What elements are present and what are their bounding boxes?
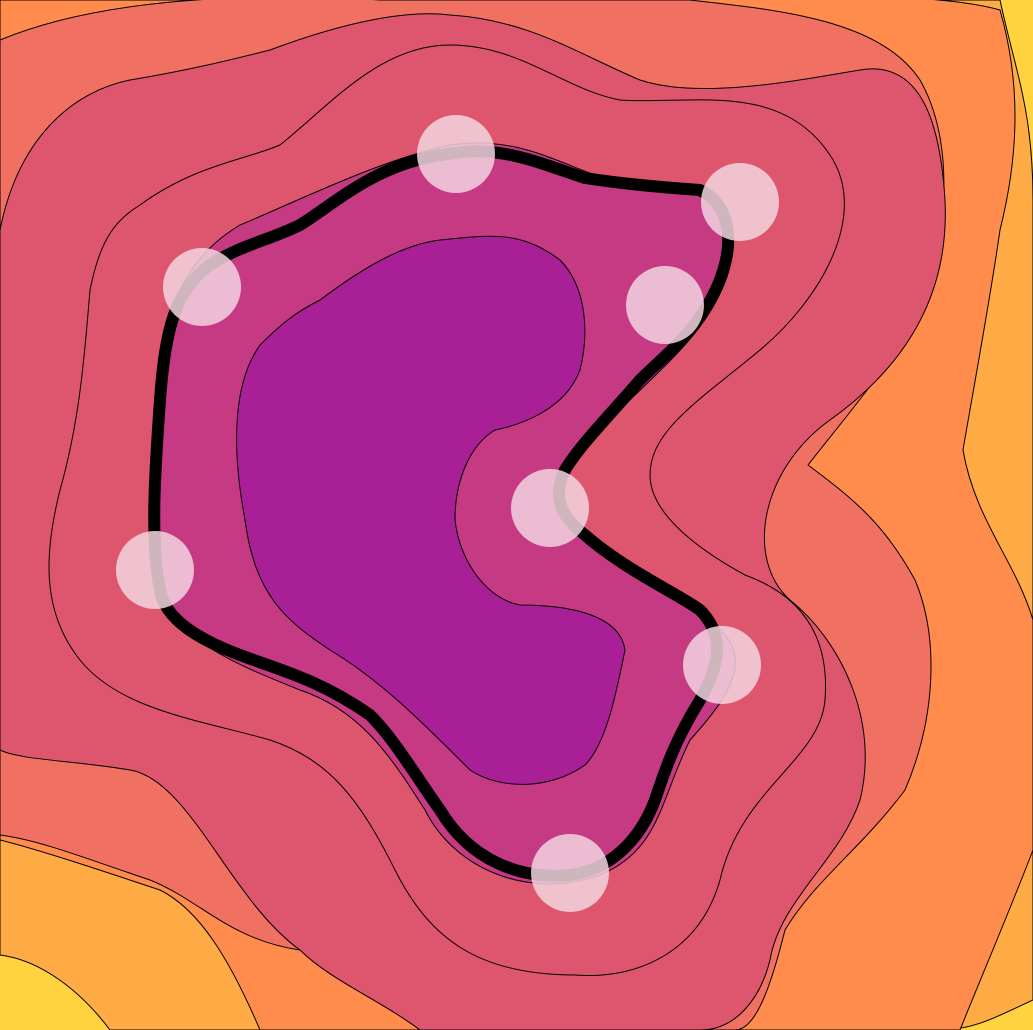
marker-5[interactable] — [511, 469, 589, 547]
marker-4[interactable] — [626, 266, 704, 344]
contour-band-8 — [236, 235, 626, 785]
marker-2[interactable] — [701, 163, 779, 241]
marker-6[interactable] — [116, 531, 194, 609]
highlight-contour-line — [148, 145, 735, 882]
marker-8[interactable] — [531, 834, 609, 912]
marker-7[interactable] — [683, 626, 761, 704]
marker-3[interactable] — [163, 248, 241, 326]
marker-1[interactable] — [417, 115, 495, 193]
markers — [116, 115, 779, 912]
